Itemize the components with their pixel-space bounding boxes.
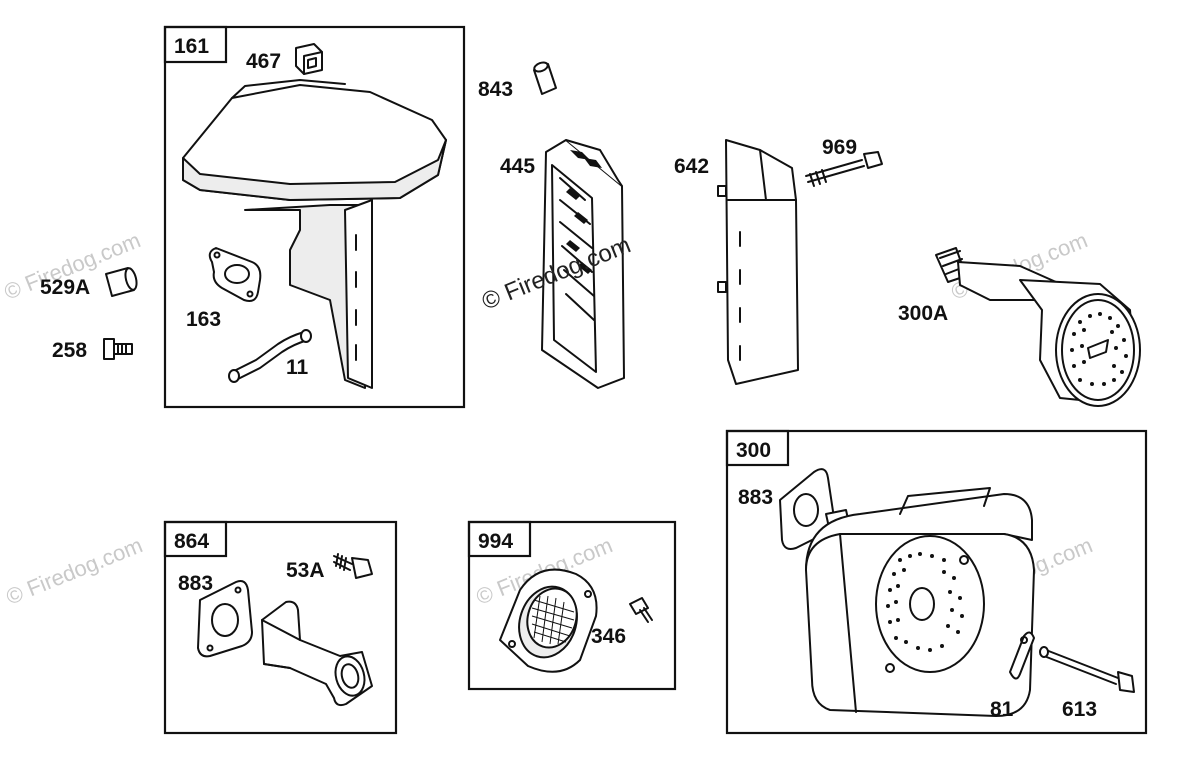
- part-11-breather-tube-drawing: [228, 329, 312, 383]
- box-864-tag[interactable]: 864: [174, 530, 209, 553]
- part-81-lock-drawing: [1009, 631, 1035, 680]
- group-864: 864 883 53A: [163, 520, 398, 735]
- part-529A-sleeve-drawing: [105, 267, 138, 297]
- box-994-tag[interactable]: 994: [478, 530, 513, 553]
- exhaust-elbow-drawing: [261, 600, 373, 707]
- spark-arrester-drawing: [499, 568, 598, 673]
- air-cleaner-cover-drawing: [182, 79, 447, 389]
- part-883-label-864[interactable]: 883: [178, 572, 213, 595]
- part-843-label[interactable]: 843: [478, 78, 513, 101]
- box-161-tag-frame: [163, 25, 228, 64]
- box-864-tag-frame: [163, 520, 228, 558]
- part-300A-muffler-drawing: [935, 247, 1141, 407]
- part-969-bolt-drawing: [805, 151, 883, 187]
- part-11-label[interactable]: 11: [286, 356, 309, 379]
- box-161-frame: [163, 25, 466, 409]
- box-994-tag-frame: [467, 520, 532, 558]
- part-53A-label[interactable]: 53A: [286, 559, 325, 582]
- part-467-clip-drawing: [295, 43, 323, 75]
- group-994: 994 346: [467, 520, 677, 691]
- box-300-tag-frame: [725, 429, 790, 467]
- part-258-screw-drawing: [103, 338, 133, 360]
- part-969-label[interactable]: 969: [822, 136, 857, 159]
- part-258-label[interactable]: 258: [52, 339, 87, 362]
- group-300: 300 883: [725, 429, 1148, 735]
- group-161: 161 467 163: [163, 25, 466, 409]
- part-883-gasket-drawing: [197, 580, 253, 658]
- box-161-tag[interactable]: 161: [174, 35, 209, 58]
- muffler-body-drawing: [805, 487, 1035, 717]
- part-300A-label[interactable]: 300A: [898, 302, 948, 325]
- part-163-gasket-drawing: [208, 247, 262, 302]
- part-613-label[interactable]: 613: [1062, 698, 1097, 721]
- part-883-label-300[interactable]: 883: [738, 486, 773, 509]
- part-843-fitting-drawing: [533, 61, 557, 95]
- part-445-air-filter-drawing: [541, 139, 625, 389]
- box-864-frame: [163, 520, 398, 735]
- part-613-bolt-drawing: [1039, 646, 1135, 693]
- part-445-label[interactable]: 445: [500, 155, 535, 178]
- box-300-tag[interactable]: 300: [736, 439, 771, 462]
- part-346-screw-drawing: [629, 597, 653, 623]
- box-994-frame: [467, 520, 677, 691]
- part-346-label[interactable]: 346: [591, 625, 626, 648]
- box-300-frame: [725, 429, 1148, 735]
- watermark-left-bottom: © Firedog.com: [3, 532, 146, 609]
- part-642-label[interactable]: 642: [674, 155, 709, 178]
- part-467-label[interactable]: 467: [246, 50, 281, 73]
- part-53A-screw-drawing: [333, 553, 373, 579]
- part-163-label[interactable]: 163: [186, 308, 221, 331]
- part-529A-label[interactable]: 529A: [40, 276, 90, 299]
- part-642-cover-drawing: [717, 139, 799, 385]
- part-81-label[interactable]: 81: [990, 698, 1014, 721]
